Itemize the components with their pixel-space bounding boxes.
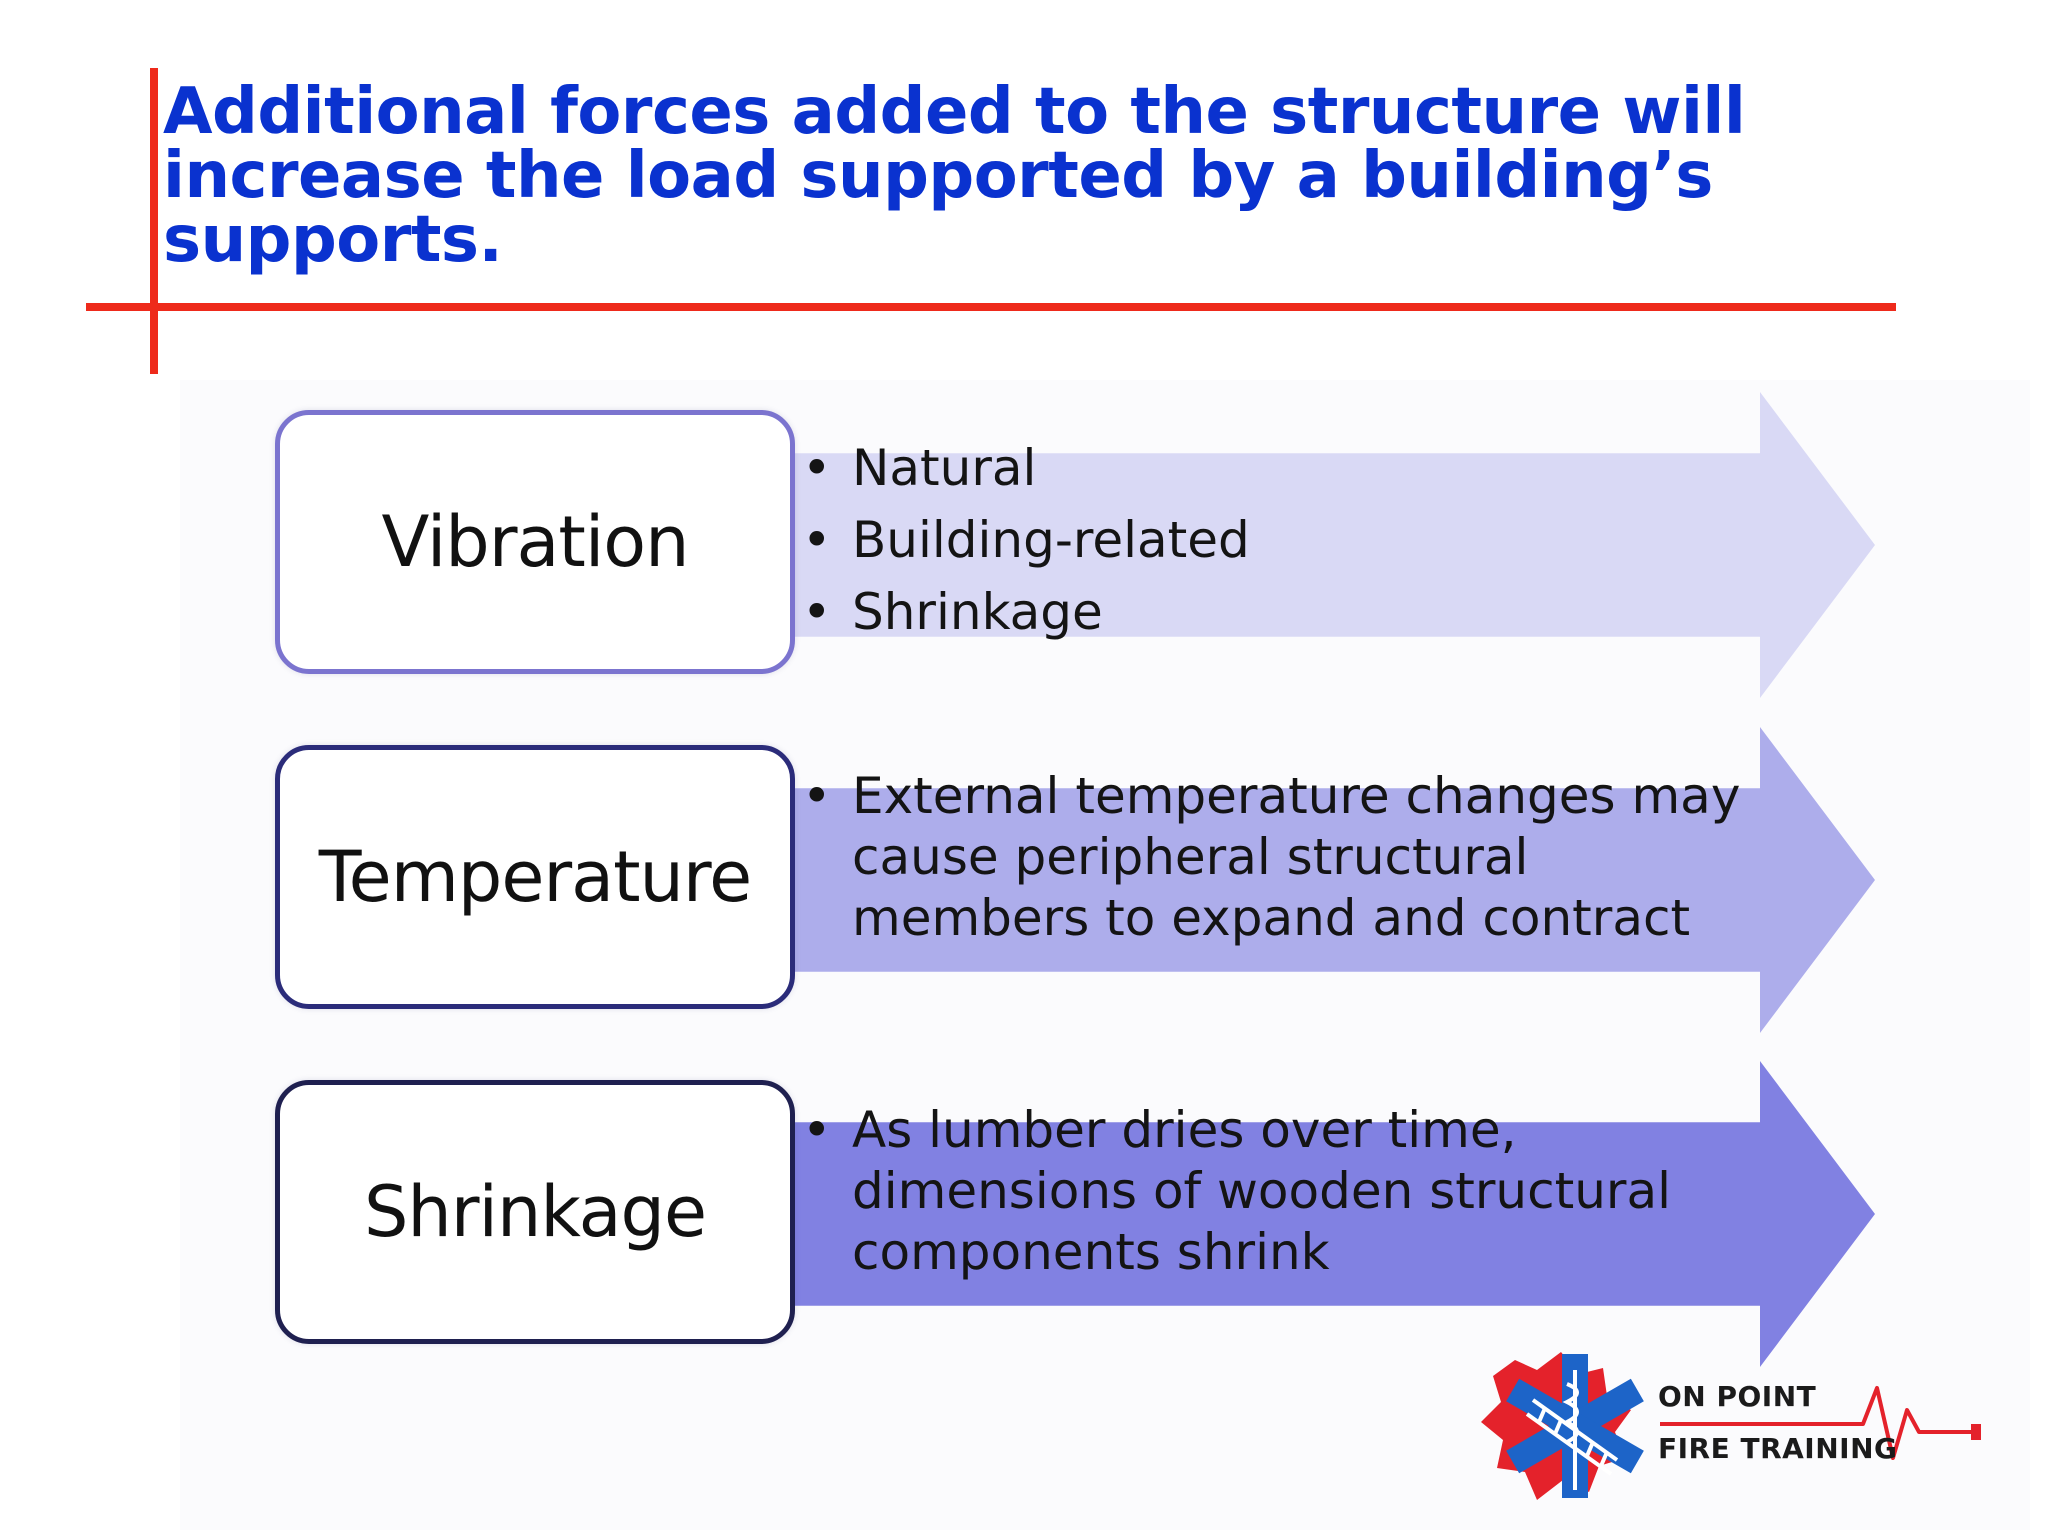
bullet-text: Building-related (852, 511, 1250, 569)
ladder-and-staff-icon (1525, 1370, 1619, 1490)
heartbeat-line-icon (1660, 1386, 1975, 1460)
on-point-fire-training-logo (1481, 1352, 1981, 1500)
bullet-text: As lumber dries over time, dimensions of… (852, 1101, 1671, 1281)
label-shrinkage: Shrinkage (363, 1171, 707, 1253)
bullet-text: External temperature changes may cause p… (852, 767, 1741, 947)
title-accent-vertical-line (150, 68, 158, 374)
bullet-item: • External temperature changes may cause… (800, 766, 1760, 949)
bullet-text: Shrinkage (852, 583, 1103, 641)
bullet-item: • As lumber dries over time, dimensions … (800, 1100, 1760, 1283)
bullet-list-vibration: • Natural • Building-related • Shrinkage (800, 432, 1760, 648)
bullet-text: Natural (852, 439, 1037, 497)
bullet-dot: • (802, 583, 832, 641)
bullet-dot: • (802, 511, 832, 569)
logo-text-line-1: ON POINT (1658, 1380, 1817, 1413)
bullet-dot: • (802, 767, 832, 825)
bullet-list-temperature: • External temperature changes may cause… (800, 766, 1760, 949)
label-vibration: Vibration (381, 501, 690, 583)
slide-title: Additional forces added to the structure… (163, 75, 1746, 277)
bullet-list-shrinkage: • As lumber dries over time, dimensions … (800, 1100, 1760, 1283)
bullet-dot: • (802, 439, 832, 497)
bullet-item: • Shrinkage (800, 576, 1760, 648)
bullet-item: • Building-related (800, 504, 1760, 576)
label-box-vibration: Vibration (275, 410, 795, 674)
bullet-dot: • (802, 1101, 832, 1159)
label-temperature: Temperature (318, 836, 752, 918)
title-accent-horizontal-line (86, 303, 1896, 311)
logo-text-line-2: FIRE TRAINING (1658, 1432, 1898, 1465)
label-box-temperature: Temperature (275, 745, 795, 1009)
label-box-shrinkage: Shrinkage (275, 1080, 795, 1344)
bullet-item: • Natural (800, 432, 1760, 504)
